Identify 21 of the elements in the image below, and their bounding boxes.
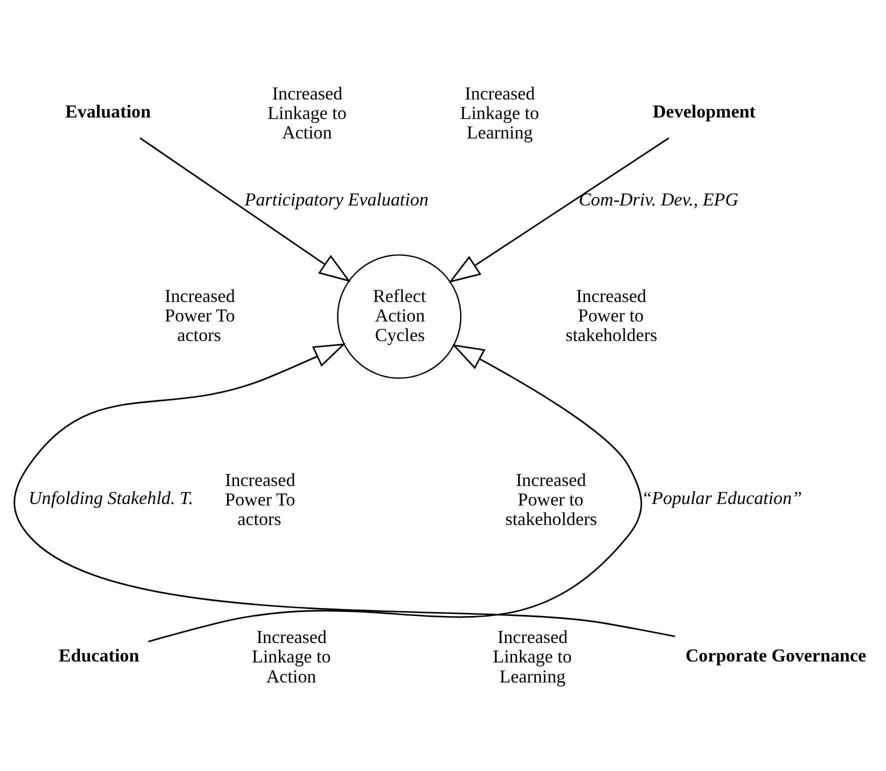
arrow — [148, 344, 642, 642]
label: Increased Power To actors — [164, 285, 234, 345]
label: Increased Linkage to Action — [267, 82, 346, 142]
edge-label: Participatory Evaluation — [244, 189, 428, 209]
arrow — [139, 136, 350, 282]
label: Increased Power to stakeholders — [565, 285, 657, 345]
edge-label: Com-Driv. Dev., EPG — [578, 189, 738, 209]
node-text: Education — [58, 644, 139, 665]
label: Increased Linkage to Learning — [492, 626, 572, 686]
label: Increased Linkage to Learning — [460, 82, 539, 142]
node-text: Corporate Governance — [684, 644, 866, 665]
node-text: Evaluation — [64, 101, 150, 122]
edge-label: Unfolding Stakehld. T. — [28, 488, 193, 508]
edge-label: “Popular Education” — [641, 488, 802, 508]
node-circle: Reflect Action Cycles — [336, 254, 461, 378]
arrow — [448, 136, 669, 282]
label: Increased Power to stakeholders — [504, 469, 596, 529]
node-text: Development — [652, 101, 756, 122]
arrow — [13, 342, 675, 637]
label: Increased Power To actors — [224, 469, 295, 529]
label: Increased Linkage to Action — [251, 626, 330, 686]
